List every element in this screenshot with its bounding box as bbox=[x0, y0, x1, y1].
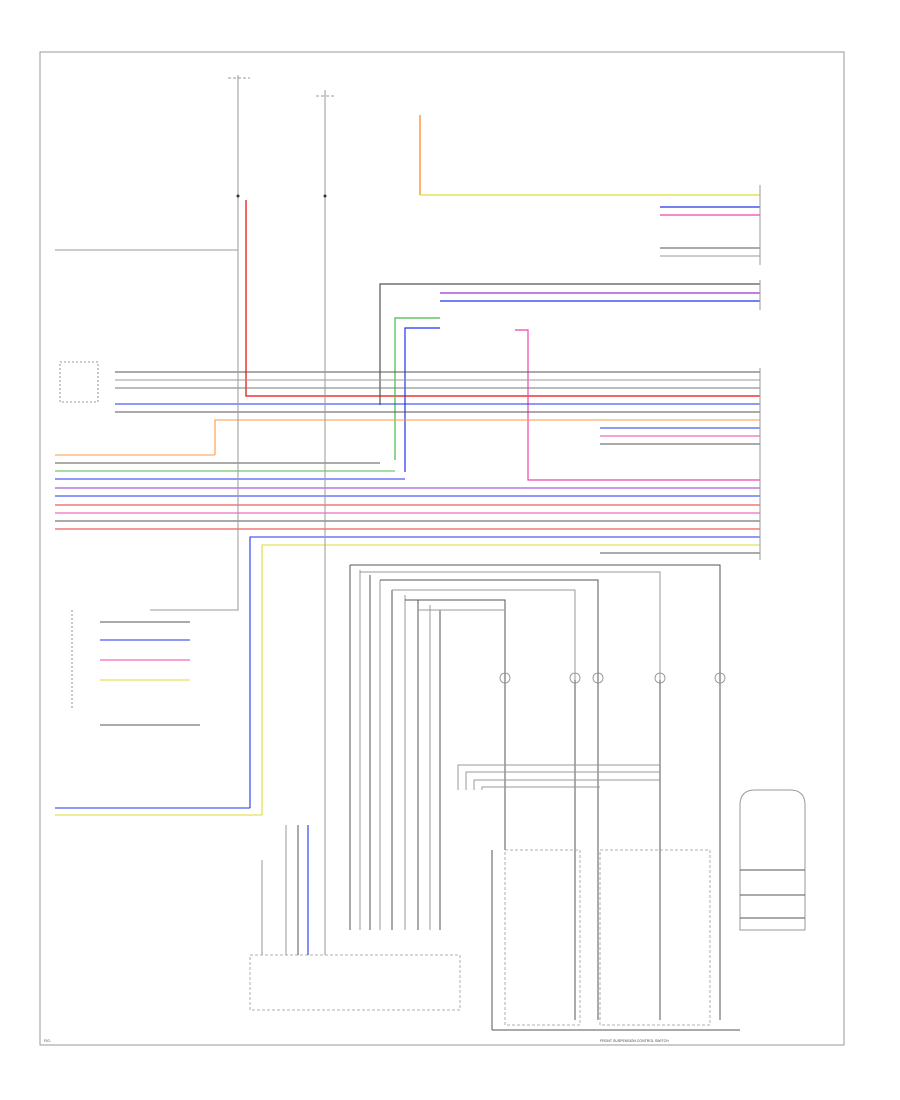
footer-bottom: FRONT SUSPENSION CONTROL SWITCH bbox=[600, 1039, 669, 1043]
bottom-connector-block bbox=[249, 825, 461, 1011]
horizontal-bus bbox=[55, 283, 760, 815]
top-right-connector-wires bbox=[420, 194, 760, 257]
footer-left: FIG. bbox=[44, 1039, 51, 1043]
red-wire-feed bbox=[245, 200, 760, 397]
lower-left-module bbox=[55, 610, 262, 816]
left-module-box bbox=[59, 361, 99, 403]
diagram-frame bbox=[39, 51, 845, 1046]
vertical-drops bbox=[150, 200, 726, 1020]
switch-region bbox=[457, 764, 806, 1031]
top-fuse-feeds bbox=[228, 75, 421, 200]
